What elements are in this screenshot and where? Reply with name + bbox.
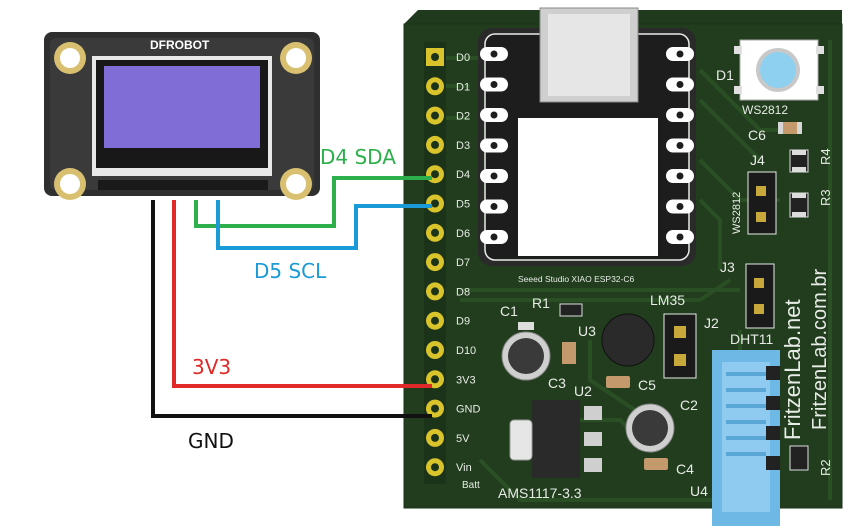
pin-label: D9 bbox=[456, 316, 470, 328]
label-r1: R1 bbox=[532, 295, 550, 311]
label-j3: J3 bbox=[720, 259, 735, 275]
capacitor-c3 bbox=[562, 342, 576, 364]
wire-label-scl: D5 SCL bbox=[254, 259, 327, 283]
wire-sda bbox=[194, 176, 432, 228]
wires bbox=[151, 176, 432, 418]
label-d1: D1 bbox=[716, 67, 734, 83]
label-ws2812-side: WS2812 bbox=[731, 192, 743, 234]
label-c3: C3 bbox=[548, 375, 566, 391]
label-c4: C4 bbox=[676, 461, 694, 477]
module-label: Seeed Studio XIAO ESP32-C6 bbox=[518, 274, 635, 284]
dht11-sensor bbox=[712, 350, 780, 526]
pin-label: D5 bbox=[456, 199, 470, 211]
label-u3: U3 bbox=[578, 323, 596, 339]
label-u2: U2 bbox=[574, 383, 592, 399]
label-r4: R4 bbox=[818, 148, 833, 165]
pin-label: D0 bbox=[456, 52, 470, 64]
pin-label: D6 bbox=[456, 228, 470, 240]
pin-label: D8 bbox=[456, 286, 470, 298]
pin-label: D4 bbox=[456, 169, 470, 181]
label-dht11: DHT11 bbox=[730, 331, 774, 347]
jumper-j3 bbox=[745, 263, 775, 329]
ws2812-led bbox=[734, 39, 824, 101]
resistor-r1 bbox=[559, 303, 583, 317]
pin-label: D3 bbox=[456, 140, 470, 152]
wire-vcc bbox=[172, 200, 432, 388]
pin-label-batt: Batt bbox=[462, 480, 480, 491]
wire-gnd bbox=[151, 200, 432, 418]
label-j4: J4 bbox=[750, 152, 765, 168]
label-c1: C1 bbox=[500, 303, 518, 319]
capacitor-c5 bbox=[606, 376, 630, 388]
label-c5: C5 bbox=[638, 377, 656, 393]
wire-scl bbox=[216, 200, 432, 250]
wire-label-sda: D4 SDA bbox=[320, 145, 396, 169]
oled-display bbox=[44, 32, 320, 200]
label-lm35: LM35 bbox=[650, 292, 685, 308]
pin-label: Vin bbox=[456, 462, 472, 474]
label-r3: R3 bbox=[818, 189, 833, 206]
pin-label: D1 bbox=[456, 81, 470, 93]
brand-net: FritzenLab.net bbox=[780, 299, 805, 440]
label-ams1117: AMS1117-3.3 bbox=[498, 485, 582, 501]
capacitor-c6 bbox=[778, 122, 802, 134]
pin-label: GND bbox=[456, 404, 481, 416]
label-u4: U4 bbox=[690, 483, 708, 499]
oled-brand: DFROBOT bbox=[150, 38, 210, 52]
jumper-j2 bbox=[663, 313, 697, 379]
label-ws2812-top: WS2812 bbox=[742, 103, 788, 117]
label-r2: R2 bbox=[818, 459, 833, 476]
xiao-module: Seeed Studio XIAO ESP32-C6 bbox=[478, 7, 696, 284]
pin-label: D7 bbox=[456, 257, 470, 269]
shield-can bbox=[518, 118, 658, 256]
wire-label-vcc: 3V3 bbox=[192, 355, 231, 379]
resistor-r2 bbox=[789, 445, 809, 471]
regulator-u3 bbox=[601, 313, 655, 367]
wire-label-gnd: GND bbox=[188, 429, 234, 453]
pin-label: 5V bbox=[456, 433, 470, 445]
capacitor-c4 bbox=[644, 458, 668, 470]
label-c6: C6 bbox=[748, 127, 766, 143]
brand-combr: FritzenLab.com.br bbox=[809, 268, 831, 430]
pin-label: D2 bbox=[456, 111, 470, 123]
jumper-j4 bbox=[747, 171, 777, 235]
pin-label: 3V3 bbox=[456, 374, 476, 386]
label-c2: C2 bbox=[680, 397, 698, 413]
mounting-hole bbox=[54, 42, 312, 200]
label-j2: J2 bbox=[704, 315, 719, 331]
regulator-ams1117 bbox=[509, 400, 602, 478]
pin-label: D10 bbox=[456, 345, 476, 357]
